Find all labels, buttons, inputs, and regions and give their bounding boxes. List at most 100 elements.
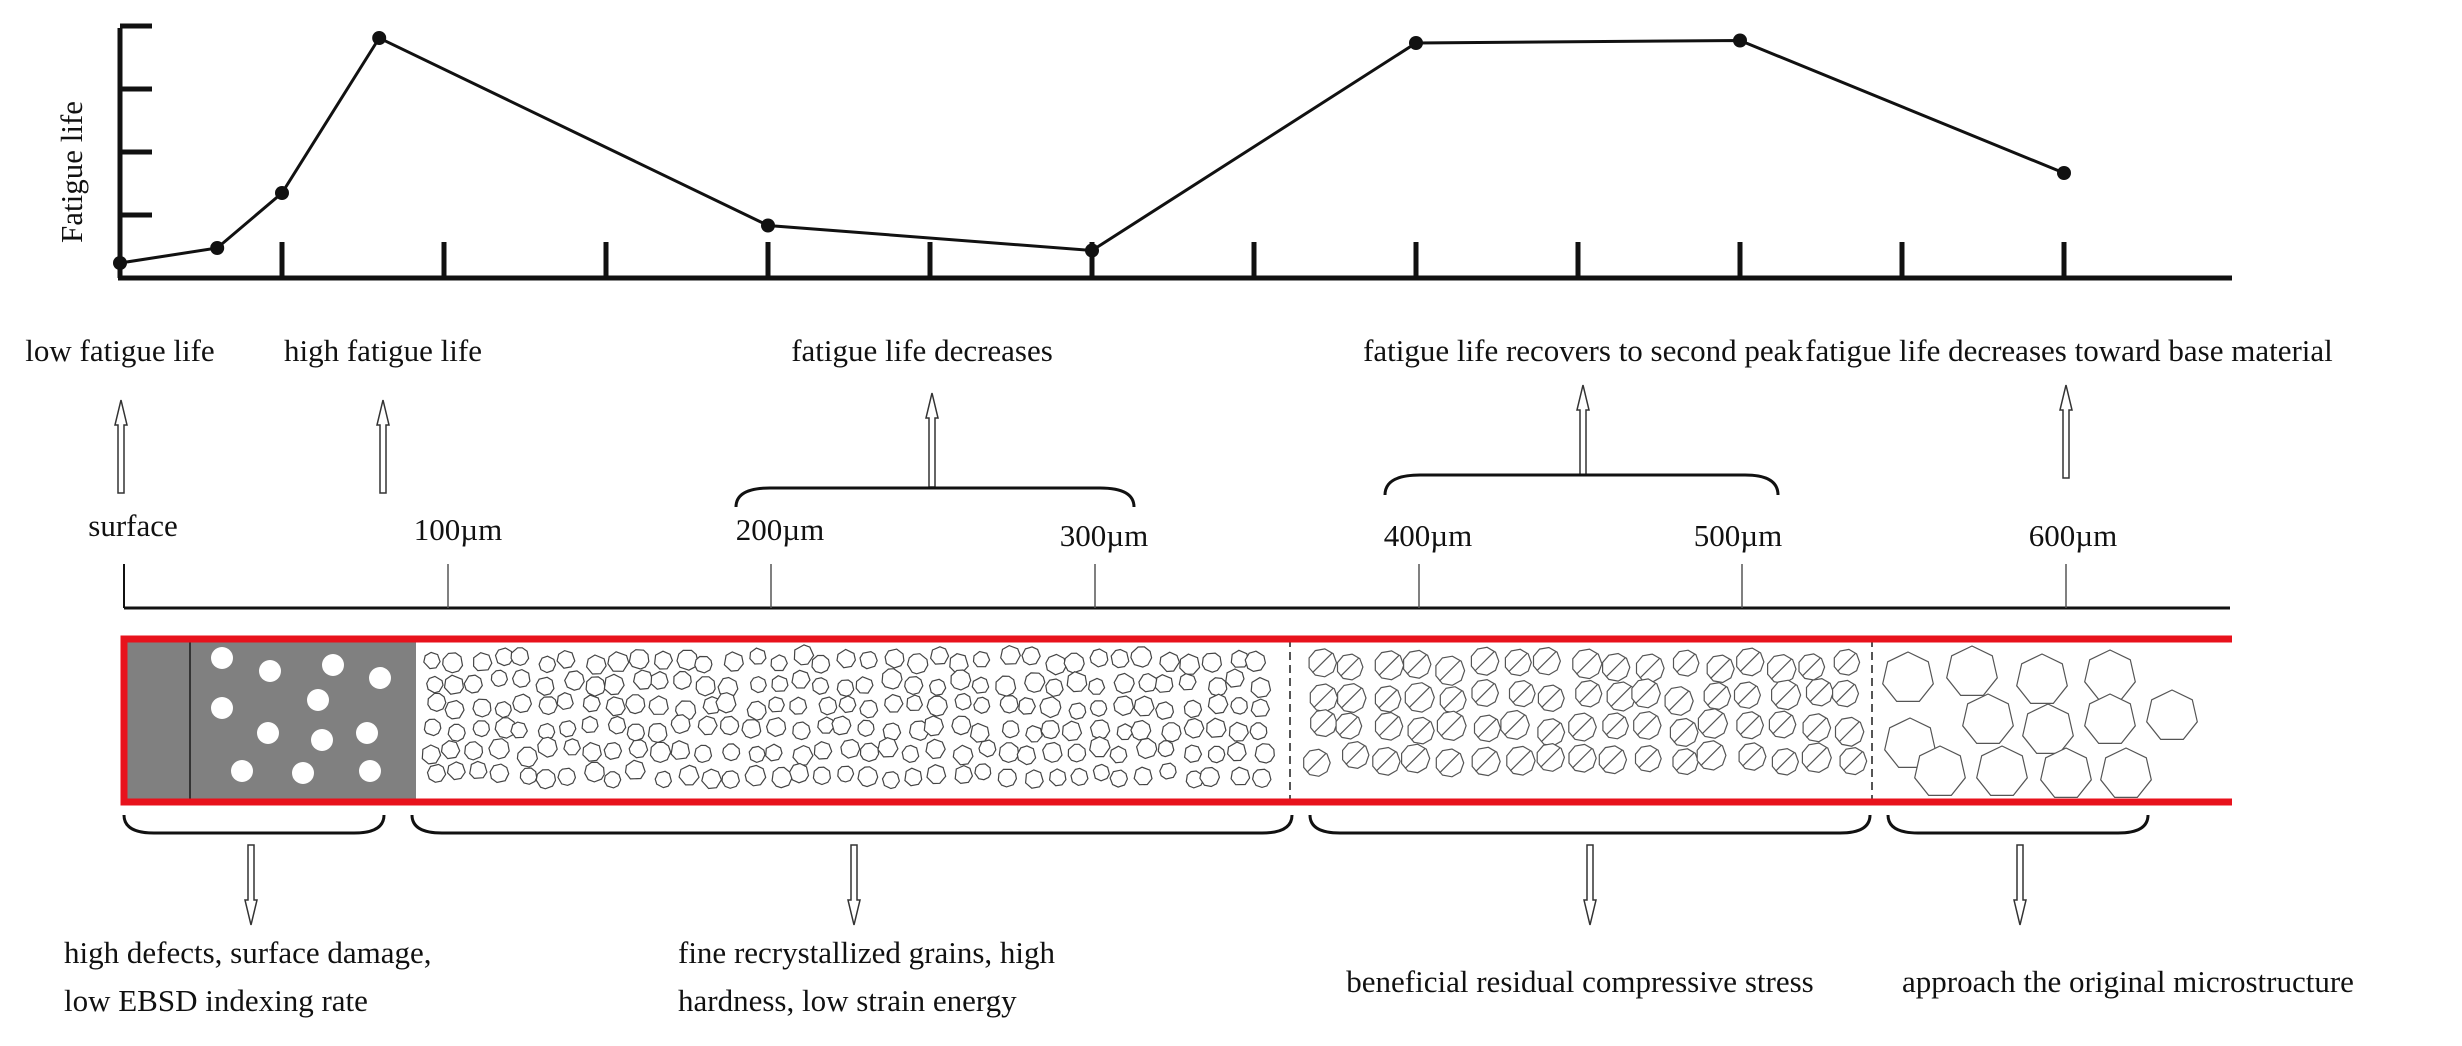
fine-grain xyxy=(512,693,533,714)
brace-decrease-range xyxy=(734,486,1136,508)
stressed-grain xyxy=(1407,716,1435,745)
fine-grain xyxy=(1230,766,1251,786)
fine-grain xyxy=(581,715,599,734)
fine-grain xyxy=(838,695,857,714)
up-arrow-icon xyxy=(2059,384,2073,479)
fine-grain xyxy=(770,654,788,672)
stressed-grain xyxy=(1832,679,1860,708)
fine-grain xyxy=(494,717,517,739)
fine-grain xyxy=(950,669,972,691)
fine-grain xyxy=(995,675,1017,697)
defect-hole xyxy=(307,689,329,711)
stressed-grain xyxy=(1768,710,1797,739)
fine-grain xyxy=(1159,651,1181,673)
fine-grain xyxy=(765,717,787,738)
fatigue-life-series-line xyxy=(119,36,2065,265)
fine-grain xyxy=(1207,693,1229,715)
stressed-grain xyxy=(1310,709,1338,738)
fine-grain xyxy=(788,762,810,784)
stressed-grain xyxy=(1839,746,1868,776)
fine-grain xyxy=(978,739,997,758)
stressed-grain xyxy=(1337,682,1367,714)
fine-grain xyxy=(1250,676,1272,699)
fine-grain xyxy=(678,764,700,786)
fine-grain xyxy=(952,744,974,766)
zone3-description: beneficial residual compressive stress xyxy=(1346,964,1813,999)
fine-grain xyxy=(1254,743,1275,764)
fine-grain xyxy=(654,770,673,789)
fine-grain xyxy=(1135,737,1158,760)
stressed-grain xyxy=(1833,648,1861,676)
stressed-grain xyxy=(1500,709,1530,741)
depth-label-400: 400µm xyxy=(1384,518,1472,553)
down-arrow-icon xyxy=(244,844,258,926)
fine-grain xyxy=(793,644,815,666)
defect-hole xyxy=(356,722,378,744)
stressed-grain xyxy=(1401,743,1431,774)
fine-grain xyxy=(906,653,929,675)
fine-grain xyxy=(1225,668,1245,688)
stressed-grain xyxy=(1664,686,1694,716)
stressed-grain xyxy=(1598,745,1628,775)
fine-grain xyxy=(563,738,581,756)
down-arrow-icon xyxy=(847,844,861,926)
fine-grain xyxy=(421,744,442,765)
fine-grain xyxy=(974,763,992,781)
defect-hole xyxy=(322,654,344,676)
fine-grain xyxy=(1018,697,1036,715)
stressed-grain xyxy=(1374,685,1402,713)
stressed-grain xyxy=(1771,679,1802,711)
bottom-annotations: high defects, surface damage, low EBSD i… xyxy=(64,814,2354,1018)
fine-grain xyxy=(859,742,880,763)
fine-grain xyxy=(427,692,447,712)
fine-grain xyxy=(818,696,838,716)
stressed-grain xyxy=(1771,747,1800,776)
fine-grain xyxy=(813,741,833,760)
fine-grain xyxy=(1089,700,1108,717)
fine-grain xyxy=(836,679,855,697)
zone2-description-line2: hardness, low strain energy xyxy=(678,983,1017,1018)
brace-zone-fine-grains xyxy=(410,814,1294,835)
fine-grain xyxy=(535,769,557,790)
stressed-grain xyxy=(1309,683,1339,713)
fine-grain xyxy=(648,695,669,715)
stressed-grain xyxy=(1374,711,1404,741)
chart-ylabel: Fatigue life xyxy=(54,101,89,243)
chart-data-point xyxy=(113,256,127,270)
fine-grain xyxy=(697,715,718,736)
fine-grain xyxy=(1040,719,1061,740)
coarse-grain xyxy=(1914,745,1966,796)
fine-grain xyxy=(925,738,946,760)
fine-grain xyxy=(444,699,465,720)
defect-hole xyxy=(211,647,233,669)
fine-grain xyxy=(443,674,465,695)
stressed-grain xyxy=(1537,684,1565,713)
fine-grain xyxy=(1045,653,1067,676)
chart-data-point xyxy=(1409,36,1423,50)
fine-grain xyxy=(792,744,814,766)
coarse-grain xyxy=(2040,747,2092,798)
fine-recrystallized-grains xyxy=(421,644,1275,790)
stressed-grain xyxy=(1374,650,1405,681)
fine-grain xyxy=(1183,744,1203,763)
fine-grain xyxy=(463,674,483,694)
fine-grain xyxy=(1207,745,1226,764)
fine-grain xyxy=(1061,720,1083,742)
stressed-grain xyxy=(1834,716,1865,747)
stressed-grain xyxy=(1473,714,1502,743)
stressed-grain xyxy=(1303,748,1331,777)
fine-grain xyxy=(1250,698,1271,718)
stressed-grain xyxy=(1404,682,1435,713)
stressed-grain xyxy=(1733,681,1762,709)
chart-data-point xyxy=(761,218,775,233)
fine-grain xyxy=(1000,644,1021,665)
up-arrow-icon xyxy=(1576,384,1590,476)
fine-grain xyxy=(881,771,901,790)
stressed-grain xyxy=(1568,743,1597,773)
zone1-description-line1: high defects, surface damage, xyxy=(64,935,432,970)
fine-grain xyxy=(771,675,789,692)
original-coarse-grains xyxy=(1882,645,2198,798)
stressed-grain xyxy=(1672,748,1699,776)
fine-grain xyxy=(426,675,444,694)
coarse-grain xyxy=(2084,693,2136,744)
